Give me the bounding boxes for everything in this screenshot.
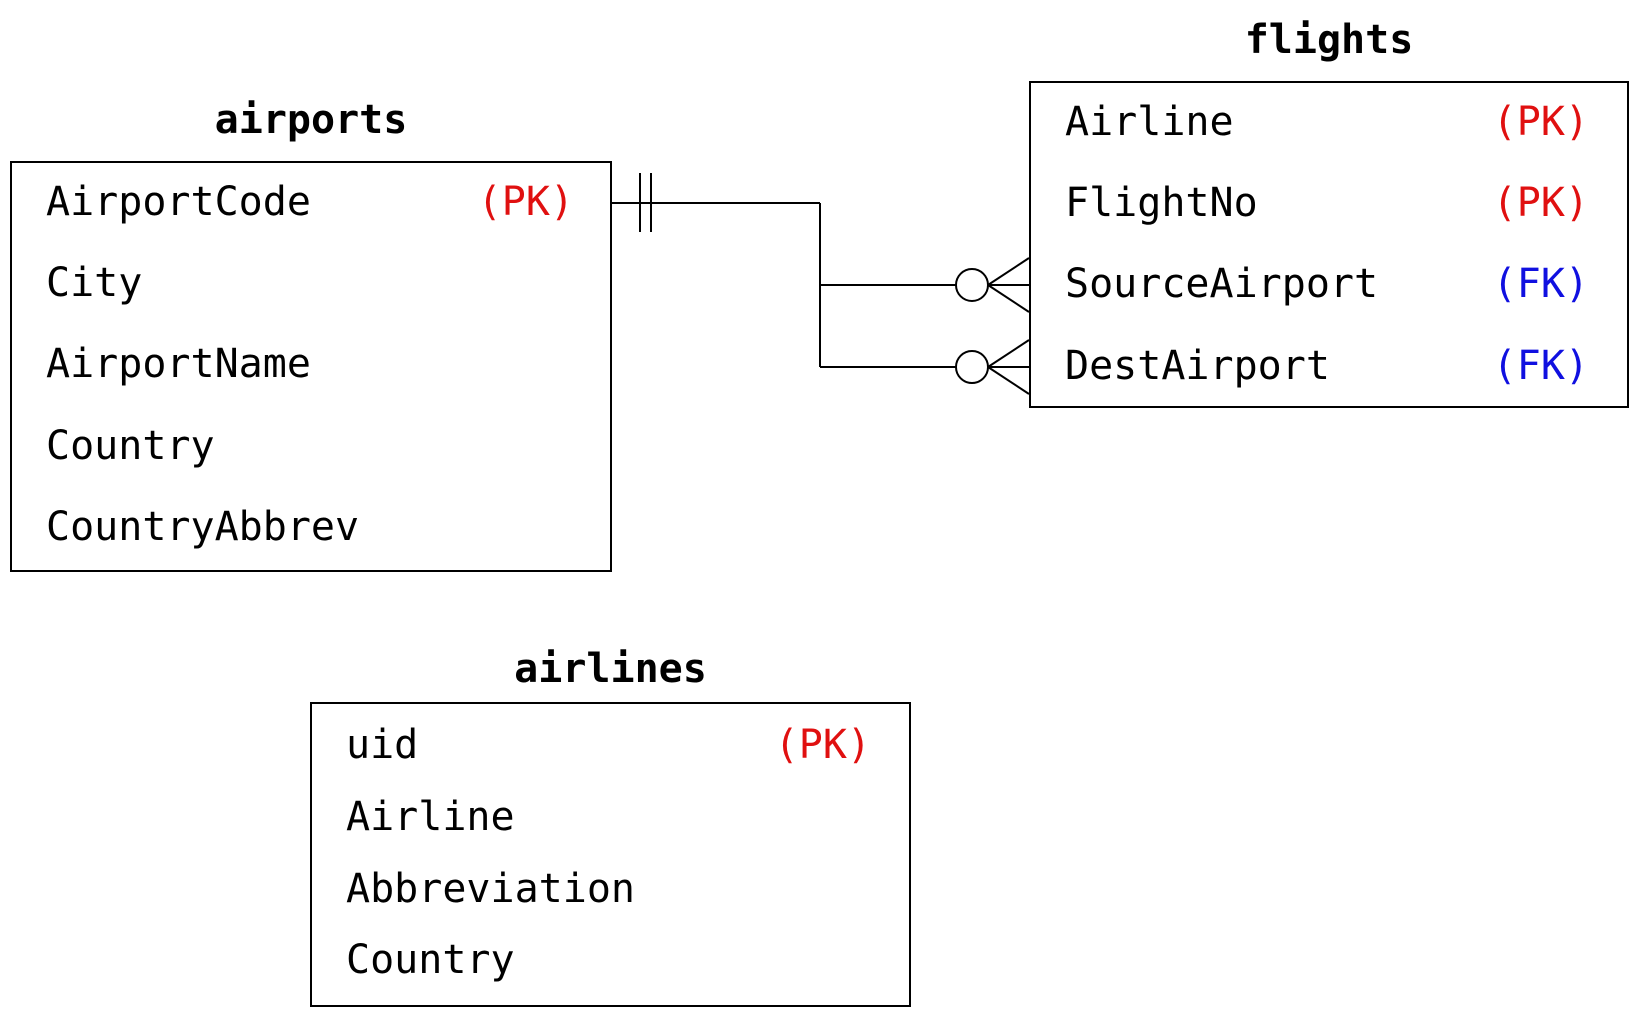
field-name: Abbreviation — [346, 866, 635, 912]
crowfoot-source-top — [987, 257, 1030, 286]
field-name: Country — [46, 423, 215, 469]
flights-row-sourceairport: SourceAirport (FK) — [1031, 259, 1627, 309]
flights-table-title: flights — [1244, 17, 1414, 63]
field-name: City — [46, 260, 143, 306]
primary-key-badge: (PK) — [477, 179, 574, 225]
airports-row-city: City — [12, 258, 610, 308]
airports-table-title: airports — [214, 97, 408, 143]
field-name: AirportCode — [46, 179, 311, 225]
airlines-table-title: airlines — [514, 646, 707, 692]
airlines-table: uid (PK) Airline Abbreviation Country — [310, 702, 911, 1007]
field-name: uid — [346, 722, 419, 768]
airlines-row-abbreviation: Abbreviation — [312, 864, 909, 914]
airlines-row-uid: uid (PK) — [312, 720, 909, 770]
foreign-key-badge: (FK) — [1492, 261, 1589, 307]
airports-row-airportname: AirportName — [12, 339, 610, 389]
zero-circle-dest — [955, 350, 989, 384]
airlines-row-airline: Airline — [312, 792, 909, 842]
primary-key-badge: (PK) — [774, 722, 871, 768]
field-name: SourceAirport — [1065, 261, 1379, 307]
field-name: Airline — [1065, 99, 1234, 145]
flights-row-destairport: DestAirport (FK) — [1031, 341, 1627, 391]
field-name: DestAirport — [1065, 343, 1330, 389]
airports-row-airportcode: AirportCode (PK) — [12, 177, 610, 227]
airports-table: AirportCode (PK) City AirportName Countr… — [10, 161, 612, 572]
field-name: Airline — [346, 794, 515, 840]
flights-row-airline: Airline (PK) — [1031, 97, 1627, 147]
crowfoot-dest-bottom — [987, 366, 1030, 395]
flights-table: Airline (PK) FlightNo (PK) SourceAirport… — [1029, 81, 1629, 408]
field-name: AirportName — [46, 341, 311, 387]
crowfoot-source-bottom — [987, 284, 1030, 313]
airports-row-country: Country — [12, 421, 610, 471]
foreign-key-badge: (FK) — [1492, 343, 1589, 389]
crowfoot-dest-top — [987, 339, 1030, 368]
airlines-row-country: Country — [312, 935, 909, 985]
primary-key-badge: (PK) — [1492, 180, 1589, 226]
field-name: CountryAbbrev — [46, 504, 360, 550]
airports-row-countryabbrev: CountryAbbrev — [12, 502, 610, 552]
field-name: Country — [346, 937, 515, 983]
primary-key-badge: (PK) — [1492, 99, 1589, 145]
flights-row-flightno: FlightNo (PK) — [1031, 178, 1627, 228]
field-name: FlightNo — [1065, 180, 1258, 226]
zero-circle-source — [955, 268, 989, 302]
